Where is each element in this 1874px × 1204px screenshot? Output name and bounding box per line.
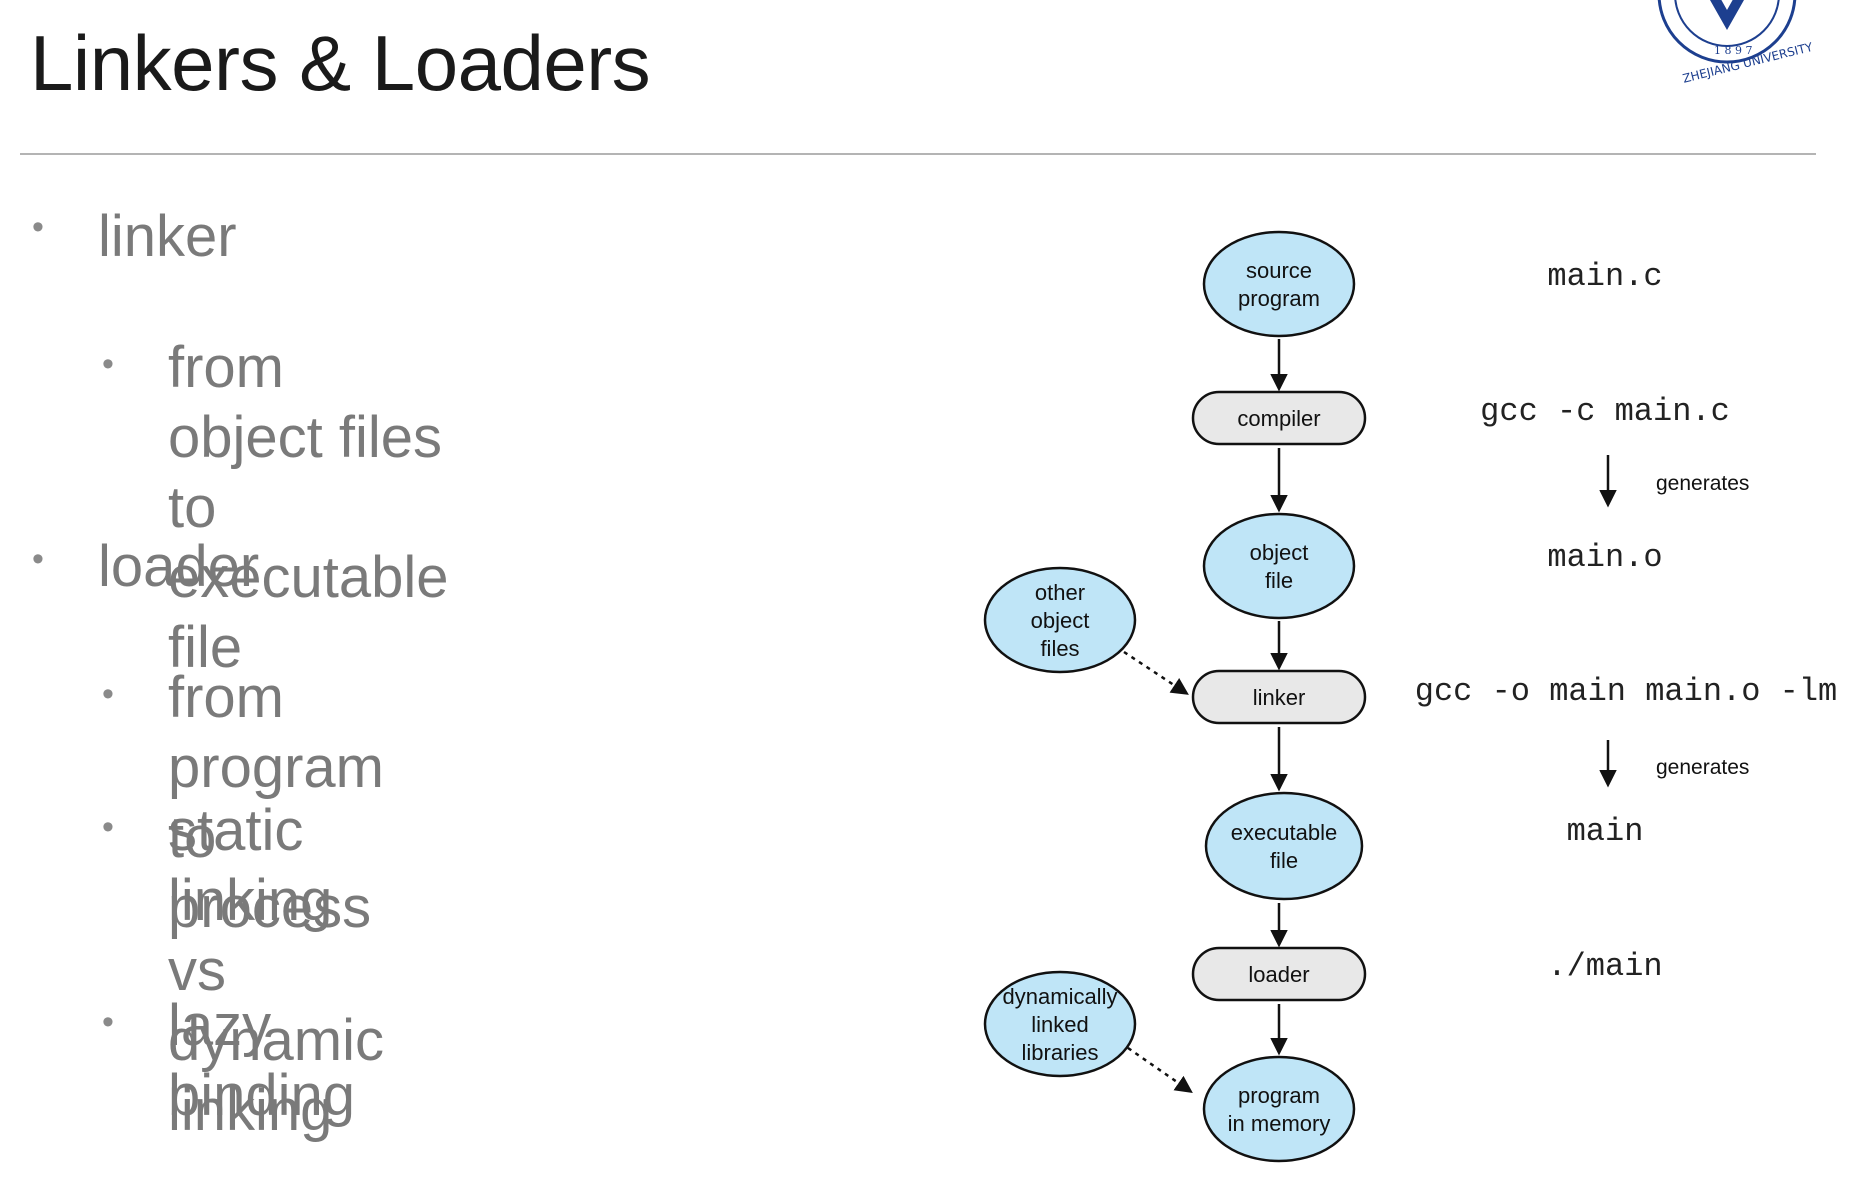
node-dyn-shape: [983, 970, 1137, 1078]
node-other: other object files: [983, 566, 1137, 674]
command-main-c: main.c: [1547, 258, 1662, 295]
command-gcc-c: gcc -c main.c: [1480, 393, 1730, 430]
arrow-dyn-memory: [1127, 1046, 1193, 1093]
node-loader-shape: [1191, 946, 1367, 1002]
arrow-other-linker: [1123, 650, 1189, 695]
node-compiler: compiler: [1191, 390, 1367, 446]
node-other-label: files: [1040, 636, 1079, 661]
node-other-shape: [983, 566, 1137, 674]
node-loader-label: loader: [1248, 962, 1309, 987]
node-dyn-label: dynamically: [1003, 984, 1118, 1009]
node-exec: executable file: [1204, 791, 1364, 901]
node-other-label: other: [1035, 580, 1085, 605]
node-exec-label: executable: [1231, 820, 1337, 845]
bullet-dot: •: [102, 1003, 114, 1041]
node-exec-label: file: [1270, 848, 1298, 873]
node-linker-label: linker: [1253, 685, 1306, 710]
node-dyn: dynamically linked libraries: [983, 970, 1137, 1078]
node-memory-label: in memory: [1228, 1111, 1331, 1136]
bullet-loader-sub-1: from program to process: [168, 665, 384, 940]
node-memory: program in memory: [1202, 1055, 1356, 1163]
node-linker: linker: [1191, 669, 1367, 725]
node-source-label: source: [1246, 258, 1312, 283]
command-gcc-o: gcc -o main main.o -lm: [1415, 673, 1837, 710]
node-object-label: file: [1265, 568, 1293, 593]
zhejiang-university-logo: 1 8 9 7 ZHEJIANG UNIVERSITY: [1657, 0, 1815, 86]
node-dyn-label: linked: [1031, 1012, 1088, 1037]
bullet-dot: •: [102, 675, 114, 713]
command-main-o: main.o: [1547, 539, 1662, 576]
svg-text:1 8 9 7: 1 8 9 7: [1714, 44, 1752, 57]
node-memory-label: program: [1238, 1083, 1320, 1108]
command-run: ./main: [1547, 948, 1662, 985]
bullet-dot: •: [32, 208, 44, 246]
node-linker-shape: [1191, 669, 1367, 725]
node-memory-shape: [1202, 1055, 1356, 1163]
slide-title: Linkers & Loaders: [30, 19, 651, 107]
node-compiler-shape: [1191, 390, 1367, 446]
bullet-dot: •: [102, 808, 114, 846]
node-dyn-label: libraries: [1021, 1040, 1098, 1065]
node-source: source program: [1202, 230, 1356, 338]
command-generates2: generates: [1656, 756, 1749, 779]
node-object-label: object: [1250, 540, 1309, 565]
node-loader: loader: [1191, 946, 1367, 1002]
node-object-shape: [1202, 512, 1356, 620]
node-other-label: object: [1031, 608, 1090, 633]
command-generates1: generates: [1656, 472, 1749, 495]
node-object: object file: [1202, 512, 1356, 620]
bullet-dot: •: [32, 540, 44, 578]
bullet-loader-sub-3: lazy binding: [168, 993, 356, 1128]
node-compiler-label: compiler: [1237, 406, 1320, 431]
bullet-loader: loader: [98, 534, 260, 599]
node-source-shape: [1202, 230, 1356, 338]
bullet-loader-sub-2: static linking vs dynamic linking: [168, 798, 384, 1143]
bullet-dot: •: [102, 345, 114, 383]
command-main: main: [1567, 813, 1644, 850]
node-source-label: program: [1238, 286, 1320, 311]
node-exec-shape: [1204, 791, 1364, 901]
bullet-linker-sub-1: from object files to executable file: [168, 335, 449, 680]
title-divider: [20, 153, 1816, 155]
bullet-linker: linker: [98, 204, 237, 269]
